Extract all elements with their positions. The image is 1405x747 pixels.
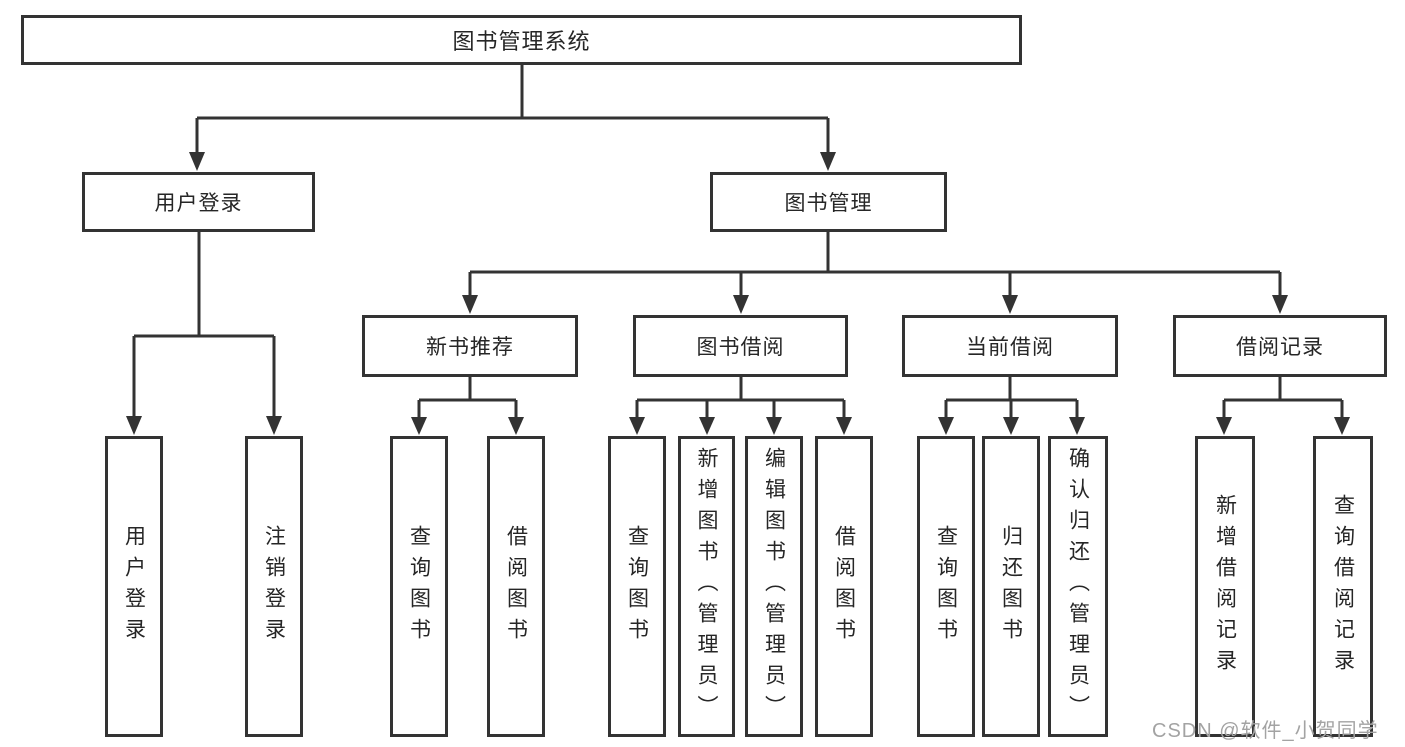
leaf-current-query-books-label: 查询图书 [934, 524, 958, 649]
node-borrowing-records: 借阅记录 [1173, 315, 1387, 377]
leaf-rec-borrow-books-label: 借阅图书 [504, 524, 528, 649]
leaf-edit-books-admin: 编辑图书（管理员） [745, 436, 803, 737]
leaf-add-borrow-record: 新增借阅记录 [1195, 436, 1255, 737]
leaf-current-query-books: 查询图书 [917, 436, 975, 737]
leaf-logout: 注销登录 [245, 436, 303, 737]
leaf-borrow-query-books-label: 查询图书 [625, 524, 649, 649]
node-library-system-label: 图书管理系统 [452, 29, 591, 54]
leaf-query-borrow-record: 查询借阅记录 [1313, 436, 1373, 737]
csdn-watermark: CSDN @软件_小贺同学 [1152, 720, 1379, 742]
leaf-return-books: 归还图书 [982, 436, 1040, 737]
node-new-book-recommend: 新书推荐 [362, 315, 578, 377]
node-book-management: 图书管理 [710, 172, 947, 232]
leaf-rec-query-books: 查询图书 [390, 436, 448, 737]
node-new-book-recommend-label: 新书推荐 [426, 336, 514, 359]
node-current-borrowing: 当前借阅 [902, 315, 1118, 377]
leaf-add-borrow-record-label: 新增借阅记录 [1213, 493, 1237, 680]
leaf-borrow-query-books: 查询图书 [608, 436, 666, 737]
node-book-borrowing-label: 图书借阅 [696, 336, 785, 359]
node-user-login-label: 用户登录 [154, 192, 243, 215]
leaf-return-books-label: 归还图书 [999, 524, 1023, 649]
leaf-user-login: 用户登录 [105, 436, 163, 737]
node-borrowing-records-label: 借阅记录 [1236, 336, 1324, 359]
leaf-user-login-label: 用户登录 [122, 524, 146, 649]
leaf-rec-query-books-label: 查询图书 [407, 524, 431, 649]
leaf-query-borrow-record-label: 查询借阅记录 [1331, 493, 1355, 680]
leaf-borrow-books: 借阅图书 [815, 436, 873, 737]
leaf-edit-books-admin-label: 编辑图书（管理员） [762, 447, 786, 726]
node-user-login: 用户登录 [82, 172, 315, 232]
leaf-confirm-return-admin: 确认归还（管理员） [1048, 436, 1108, 737]
leaf-rec-borrow-books: 借阅图书 [487, 436, 545, 737]
node-current-borrowing-label: 当前借阅 [966, 336, 1054, 359]
leaf-confirm-return-admin-label: 确认归还（管理员） [1066, 447, 1090, 726]
leaf-logout-label: 注销登录 [262, 524, 286, 649]
node-book-management-label: 图书管理 [784, 192, 873, 215]
node-book-borrowing: 图书借阅 [633, 315, 848, 377]
leaf-add-books-admin-label: 新增图书（管理员） [695, 447, 718, 726]
leaf-add-books-admin: 新增图书（管理员） [678, 436, 735, 737]
node-library-system: 图书管理系统 [21, 15, 1022, 65]
leaf-borrow-books-label: 借阅图书 [832, 524, 856, 649]
